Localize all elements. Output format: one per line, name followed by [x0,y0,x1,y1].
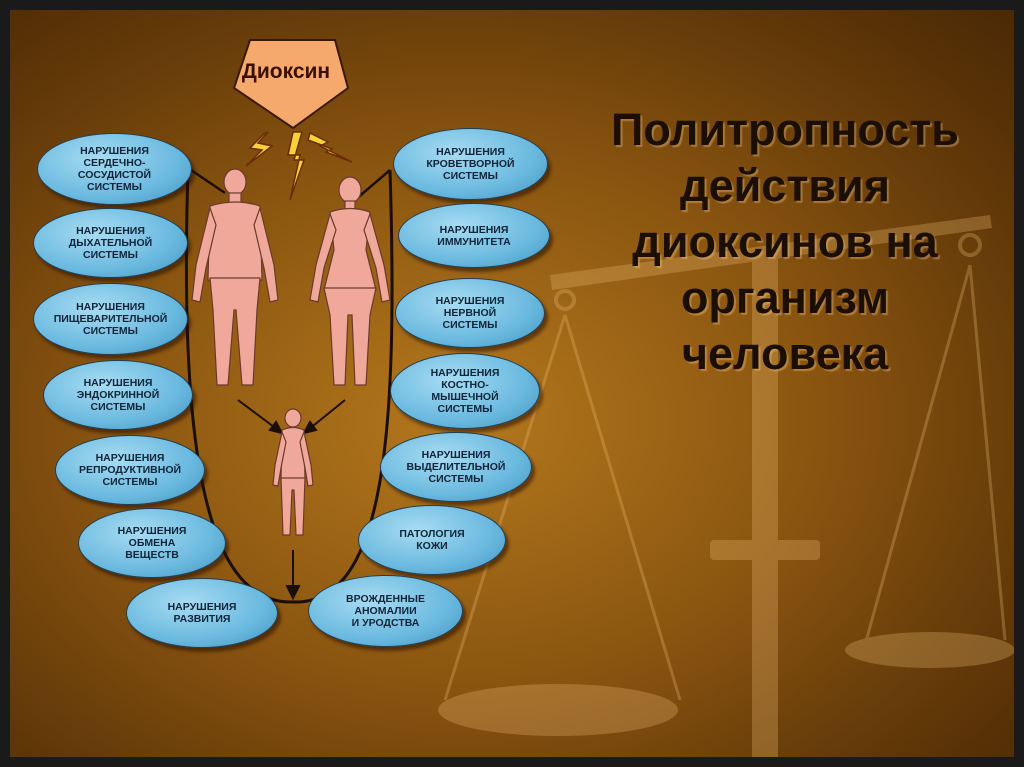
title-line: Политропность [611,104,959,155]
effect-oval: ВРОЖДЕННЫЕ АНОМАЛИИ И УРОДСТВА [308,575,463,647]
scales-background-icon [438,215,1014,757]
title-line: организм [680,272,890,323]
title-line: действия [680,160,890,211]
effect-oval: НАРУШЕНИЯ РАЗВИТИЯ [126,578,278,648]
child-figure-icon [272,408,314,536]
title-line: человека [681,328,889,379]
slide-title: Политропность действия диоксинов на орга… [595,102,975,382]
slide: Диоксин НАРУШЕНИЯ СЕРДЕЧНО- СОСУДИСТОЙ С… [10,10,1014,757]
effect-oval: НАРУШЕНИЯ ОБМЕНА ВЕЩЕСТВ [78,508,226,578]
effect-oval: НАРУШЕНИЯ ПИЩЕВАРИТЕЛЬНОЙ СИСТЕМЫ [33,283,188,355]
effect-oval: НАРУШЕНИЯ КОСТНО- МЫШЕЧНОЙ СИСТЕМЫ [390,353,540,429]
female-figure-icon [309,176,391,386]
effect-oval: НАРУШЕНИЯ ДЫХАТЕЛЬНОЙ СИСТЕМЫ [33,208,188,278]
dioxin-label: Диоксин [241,60,331,83]
effect-oval: НАРУШЕНИЯ РЕПРОДУКТИВНОЙ СИСТЕМЫ [55,435,205,505]
title-line: диоксинов на [632,216,938,267]
male-figure-icon [191,168,279,386]
dioxin-pentagon [232,39,350,130]
effect-oval: НАРУШЕНИЯ ВЫДЕЛИТЕЛЬНОЙ СИСТЕМЫ [380,432,532,502]
effect-oval: НАРУШЕНИЯ СЕРДЕЧНО- СОСУДИСТОЙ СИСТЕМЫ [37,133,192,205]
effect-oval: НАРУШЕНИЯ НЕРВНОЙ СИСТЕМЫ [395,278,545,348]
lightning-icon [245,131,353,201]
effect-oval: НАРУШЕНИЯ ИММУНИТЕТА [398,203,550,268]
diagram-graphics [184,39,394,604]
effect-oval: НАРУШЕНИЯ ЭНДОКРИННОЙ СИСТЕМЫ [43,360,193,430]
effect-oval: НАРУШЕНИЯ КРОВЕТВОРНОЙ СИСТЕМЫ [393,128,548,200]
effect-oval: ПАТОЛОГИЯ КОЖИ [358,505,506,575]
